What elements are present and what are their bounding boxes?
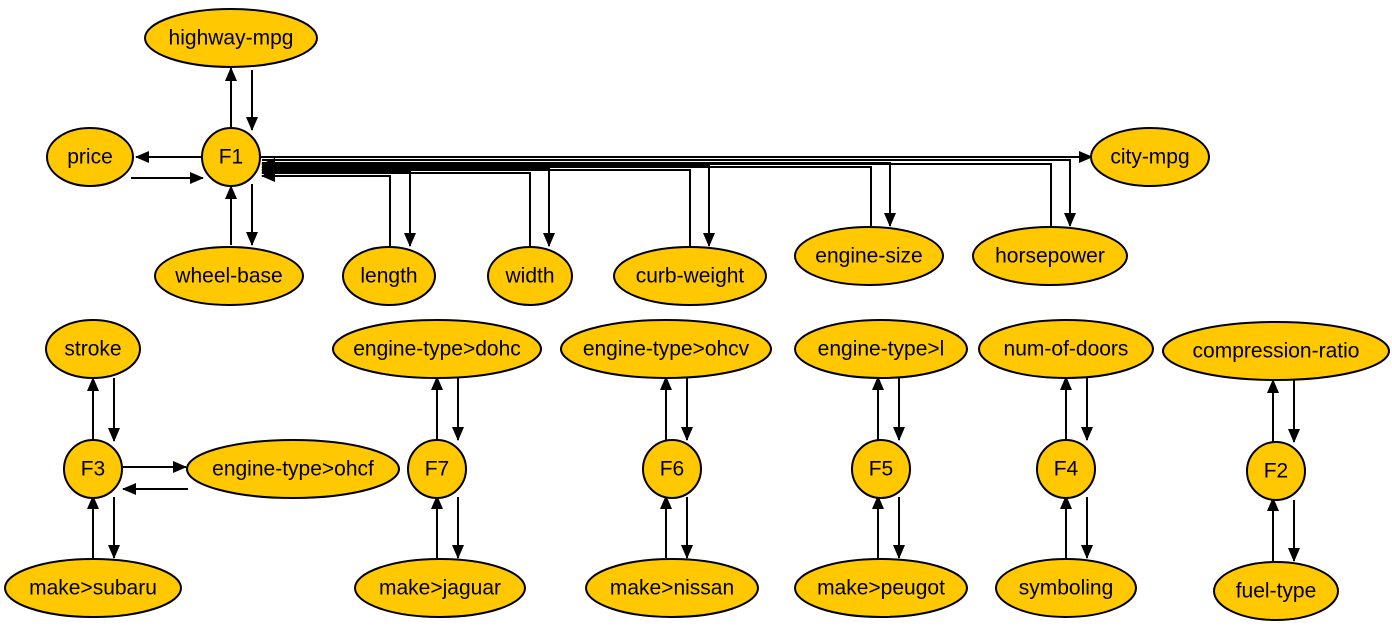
node-f6[interactable]: F6 bbox=[642, 439, 702, 499]
edges-f2-cluster bbox=[1267, 379, 1300, 562]
node-make-subaru[interactable]: make>subaru bbox=[4, 558, 182, 618]
edge-horsepower-to-f1 bbox=[261, 158, 1052, 226]
node-label: F3 bbox=[81, 458, 106, 481]
node-symboling[interactable]: symboling bbox=[995, 558, 1137, 618]
node-f7[interactable]: F7 bbox=[407, 439, 467, 499]
node-label: engine-type>dohc bbox=[353, 338, 521, 361]
node-engine-size[interactable]: engine-size bbox=[794, 226, 944, 286]
node-label: curb-weight bbox=[636, 265, 745, 288]
node-length[interactable]: length bbox=[342, 246, 436, 306]
node-label: highway-mpg bbox=[169, 27, 294, 50]
node-make-jaguar[interactable]: make>jaguar bbox=[354, 558, 526, 618]
node-label: engine-type>l bbox=[818, 338, 945, 361]
node-label: make>peugot bbox=[817, 577, 945, 600]
node-label: num-of-doors bbox=[1004, 338, 1129, 361]
node-f4[interactable]: F4 bbox=[1036, 439, 1096, 499]
edges-f6-cluster bbox=[660, 376, 693, 559]
node-f3[interactable]: F3 bbox=[63, 439, 123, 499]
node-wheel-base[interactable]: wheel-base bbox=[154, 246, 304, 306]
edges-f7-cluster bbox=[431, 376, 464, 559]
node-label: F7 bbox=[425, 458, 450, 481]
edge-engine-size-to-f1 bbox=[261, 161, 872, 226]
node-engine-type-l[interactable]: engine-type>l bbox=[794, 319, 968, 379]
edge-width-to-f1 bbox=[261, 167, 531, 246]
edge-f1-to-curb-weight bbox=[262, 165, 715, 247]
node-label: F5 bbox=[869, 458, 894, 481]
node-label: horsepower bbox=[995, 245, 1105, 268]
node-engine-type-dohc[interactable]: engine-type>dohc bbox=[332, 319, 542, 379]
node-label: width bbox=[504, 265, 554, 288]
node-label: F2 bbox=[1264, 460, 1289, 483]
node-highway-mpg[interactable]: highway-mpg bbox=[144, 8, 318, 68]
node-curb-weight[interactable]: curb-weight bbox=[613, 246, 767, 306]
node-f5[interactable]: F5 bbox=[851, 439, 911, 499]
edge-f1-to-width bbox=[262, 168, 555, 247]
node-label: length bbox=[360, 265, 417, 288]
node-label: compression-ratio bbox=[1193, 340, 1360, 363]
node-label: F4 bbox=[1054, 458, 1079, 481]
node-label: stroke bbox=[64, 338, 121, 361]
node-stroke[interactable]: stroke bbox=[45, 319, 141, 379]
node-make-nissan[interactable]: make>nissan bbox=[585, 558, 759, 618]
node-engine-type-ohcf[interactable]: engine-type>ohcf bbox=[186, 439, 400, 499]
node-label: price bbox=[67, 146, 113, 169]
node-num-of-doors[interactable]: num-of-doors bbox=[978, 319, 1154, 379]
node-f2[interactable]: F2 bbox=[1246, 441, 1306, 501]
node-f1[interactable]: F1 bbox=[201, 127, 261, 187]
edge-f1-to-horsepower bbox=[262, 159, 1076, 227]
edges-f1-cluster bbox=[131, 67, 1093, 247]
node-engine-type-ohcv[interactable]: engine-type>ohcv bbox=[560, 319, 772, 379]
node-horsepower[interactable]: horsepower bbox=[972, 226, 1128, 286]
node-label: city-mpg bbox=[1110, 146, 1189, 169]
node-label: engine-size bbox=[815, 245, 922, 268]
node-city-mpg[interactable]: city-mpg bbox=[1090, 127, 1210, 187]
node-label: F1 bbox=[219, 146, 244, 169]
node-compression-ratio[interactable]: compression-ratio bbox=[1162, 321, 1390, 381]
node-label: wheel-base bbox=[174, 265, 282, 288]
node-price[interactable]: price bbox=[46, 127, 134, 187]
node-label: F6 bbox=[660, 458, 685, 481]
node-label: symboling bbox=[1019, 577, 1114, 600]
node-label: engine-type>ohcv bbox=[583, 338, 750, 361]
node-label: make>nissan bbox=[610, 577, 734, 600]
node-width[interactable]: width bbox=[487, 246, 573, 306]
edge-curb-weight-to-f1 bbox=[261, 164, 691, 246]
node-fuel-type[interactable]: fuel-type bbox=[1213, 561, 1339, 621]
node-label: make>jaguar bbox=[379, 577, 501, 600]
edges-f4-cluster bbox=[1060, 376, 1093, 559]
node-label: make>subaru bbox=[29, 577, 157, 600]
node-label: fuel-type bbox=[1236, 580, 1317, 603]
edges-f5-cluster bbox=[872, 376, 905, 559]
edge-f1-to-length bbox=[262, 171, 416, 247]
node-make-peugot[interactable]: make>peugot bbox=[794, 558, 968, 618]
edges-f3-cluster bbox=[87, 377, 188, 559]
edge-length-to-f1 bbox=[261, 170, 391, 246]
node-label: engine-type>ohcf bbox=[212, 458, 374, 481]
